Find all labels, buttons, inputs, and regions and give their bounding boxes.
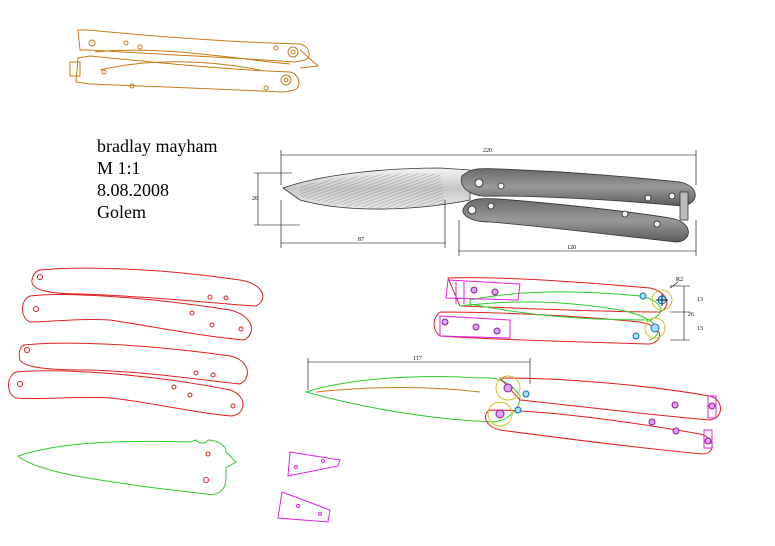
- dim-blade-height: 26: [252, 196, 258, 202]
- title-block: bradlay mayham M 1:1 8.08.2008 Golem: [97, 135, 217, 223]
- dimension-lines-top: [254, 150, 697, 256]
- drawing-date: 8.08.2008: [97, 180, 169, 200]
- dim-blade-length: 87: [358, 237, 364, 243]
- dim-handle-length: 120: [567, 245, 576, 251]
- dim-blade-profile-length: 117: [413, 356, 422, 362]
- spacer-1: [287, 451, 341, 477]
- spacer-2: [277, 491, 331, 523]
- open-knife-drawing: [304, 358, 721, 455]
- handle-scales-left: [8, 267, 264, 417]
- handle-scale-1: [31, 267, 264, 307]
- dim-top-c: 13: [697, 326, 703, 332]
- assembled-knife-render: [282, 167, 696, 243]
- author-name: bradlay mayham: [97, 136, 218, 156]
- dimension-lines-assembly: [670, 285, 690, 341]
- closed-knife-preview: [69, 29, 320, 93]
- liner-spacers: [277, 451, 341, 523]
- knife-name: Golem: [97, 202, 146, 222]
- handle-scale-3: [18, 342, 248, 385]
- assembly-closed-view: [433, 277, 679, 345]
- drawing-scale: M 1:1: [97, 158, 141, 178]
- dim-top-a: 13: [697, 297, 703, 303]
- dim-overall-length: 220: [483, 148, 492, 154]
- open-blade-outline: [304, 376, 521, 423]
- open-handle-upper: [498, 377, 721, 421]
- handle-scale-4: [8, 370, 244, 417]
- dim-top-b: 26: [688, 312, 694, 318]
- dim-pivot-radius: R2: [676, 277, 683, 283]
- open-handle-lower: [484, 409, 713, 455]
- lower-handle-render: [462, 198, 689, 243]
- upper-handle-render: [460, 168, 696, 207]
- blade-profile-flat: [16, 439, 237, 495]
- handle-scale-2: [22, 294, 252, 341]
